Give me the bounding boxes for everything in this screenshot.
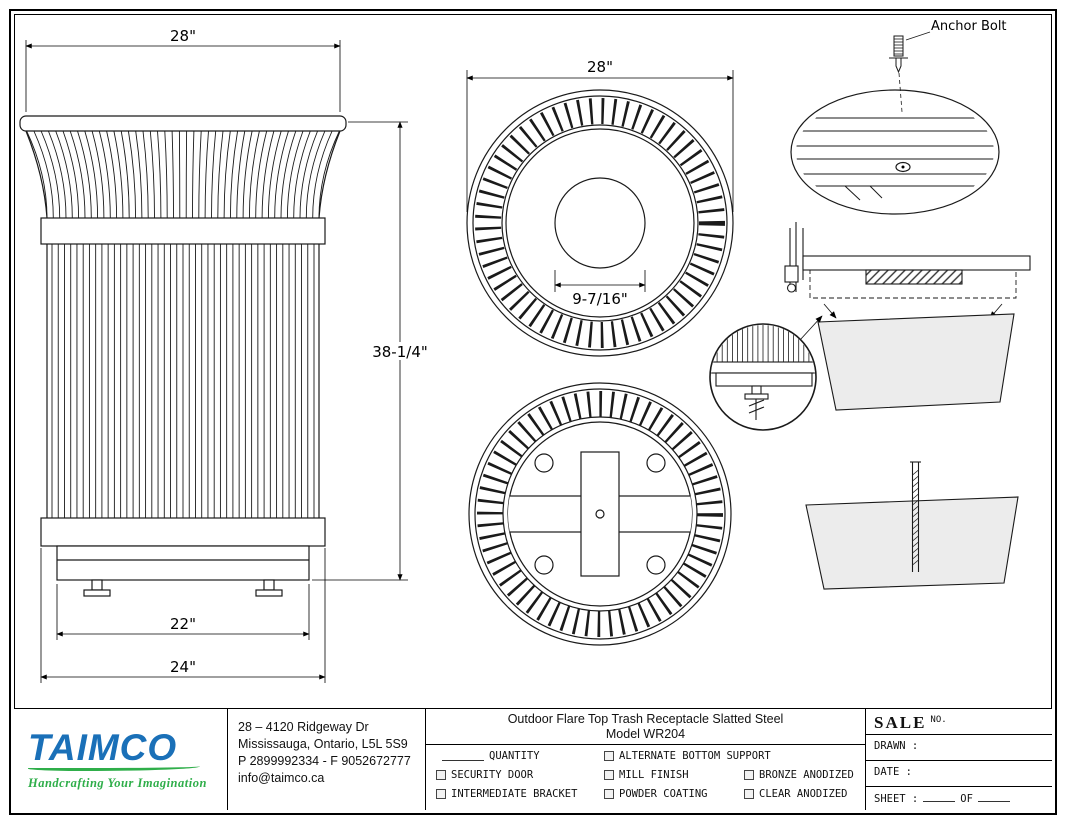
top-view-dimensions xyxy=(466,70,734,292)
foot-bolt xyxy=(646,453,666,473)
dimension-front-height: 38-1/4" xyxy=(372,343,428,361)
left-foot-pad xyxy=(83,589,111,597)
base-box xyxy=(56,545,310,581)
sale-label: SALE xyxy=(874,713,927,732)
sheet-label: SHEET : xyxy=(874,793,919,805)
option-label: INTERMEDIATE BRACKET xyxy=(451,788,578,800)
right-foot-stem xyxy=(263,579,275,591)
receptacle-rim xyxy=(19,115,347,132)
drawing-labels: 28" 38-1/4" 22" 24" 28" 9-7/16" Anchor B… xyxy=(170,19,1007,676)
of-label: OF xyxy=(960,793,973,805)
sale-no-label: NO. xyxy=(930,715,947,725)
dimension-front-top-width: 28" xyxy=(170,27,196,45)
drawing-title-line1: Outdoor Flare Top Trash Receptacle Slatt… xyxy=(507,712,784,726)
company-tagline: Handcrafting Your Imagination xyxy=(28,775,207,790)
option-label: CLEAR ANODIZED xyxy=(759,788,848,800)
option-label: ALTERNATE BOTTOM SUPPORT xyxy=(619,750,771,762)
drawing-title: Outdoor Flare Top Trash Receptacle Slatt… xyxy=(426,709,865,745)
lower-band xyxy=(40,517,326,547)
title-block: TAIMCO Handcrafting Your Imagination 28 … xyxy=(14,708,1052,810)
option-quantity: QUANTITY xyxy=(442,750,540,762)
checkbox-mill-finish[interactable] xyxy=(604,770,614,780)
option-label-quantity: QUANTITY xyxy=(489,750,540,762)
sheet-field: SHEET : OF xyxy=(866,787,1052,810)
option-label: SECURITY DOOR xyxy=(451,769,534,781)
option-clear-anodized: CLEAR ANODIZED xyxy=(744,788,848,800)
checkbox-bronze-anodized[interactable] xyxy=(744,770,754,780)
of-blank-line xyxy=(977,792,1010,802)
dimension-top-diameter: 28" xyxy=(587,58,613,76)
bottom-plan-view xyxy=(468,382,732,646)
option-label: MILL FINISH xyxy=(619,769,689,781)
foot-bolt xyxy=(534,555,554,575)
checkbox-security-door[interactable] xyxy=(436,770,446,780)
checkbox-powder-coating[interactable] xyxy=(604,789,614,799)
body-outline-left xyxy=(25,130,48,244)
top-opening xyxy=(554,177,646,269)
foot-bolt xyxy=(646,555,666,575)
foot-bolt xyxy=(534,453,554,473)
drawing-title-line2: Model WR204 xyxy=(605,727,686,741)
anchor-bolt-label: Anchor Bolt xyxy=(931,19,1007,34)
address-email: info@taimco.ca xyxy=(238,770,325,785)
slat-ring xyxy=(477,391,723,637)
option-alternate-bottom-support: ALTERNATE BOTTOM SUPPORT xyxy=(604,750,771,762)
option-bronze-anodized: BRONZE ANODIZED xyxy=(744,769,854,781)
quantity-blank-line[interactable] xyxy=(442,751,484,761)
mount-bracket-hatched xyxy=(865,269,963,285)
dimension-top-opening: 9-7/16" xyxy=(572,290,628,308)
date-field: DATE : xyxy=(866,761,1052,787)
date-label: DATE : xyxy=(874,766,912,778)
front-dimensions xyxy=(25,40,429,683)
dimension-overall-width: 24" xyxy=(170,658,196,676)
options-area: QUANTITY ALTERNATE BOTTOM SUPPORT SECURI… xyxy=(426,745,865,810)
checkbox-alternate-bottom-support[interactable] xyxy=(604,751,614,761)
sheet-blank-line xyxy=(923,792,956,802)
concrete-pad xyxy=(817,313,1015,411)
flare-slats xyxy=(26,130,340,219)
logo-swoosh xyxy=(28,764,200,771)
anchor-label-leader xyxy=(905,31,931,41)
checkbox-intermediate-bracket[interactable] xyxy=(436,789,446,799)
company-logo: TAIMCO Handcrafting Your Imagination xyxy=(14,709,228,810)
top-plan-view xyxy=(466,89,734,357)
left-foot-stem xyxy=(91,579,103,591)
address-line-1: 28 – 4120 Ridgeway Dr xyxy=(238,720,369,734)
right-foot-pad xyxy=(255,589,283,597)
front-elevation-view xyxy=(19,115,347,597)
upper-band xyxy=(40,217,326,245)
address-line-2: Mississauga, Ontario, L5L 5S9 xyxy=(238,736,408,751)
mounting-section-view xyxy=(784,222,1031,411)
detail-leader xyxy=(799,315,823,341)
bottom-center-plate xyxy=(580,451,620,577)
base-detail-view xyxy=(709,315,823,431)
mount-plate xyxy=(802,255,1031,271)
center-hole xyxy=(595,509,605,519)
option-powder-coating: POWDER COATING xyxy=(604,788,708,800)
option-security-door: SECURITY DOOR xyxy=(436,769,533,781)
anchor-bolt-threads xyxy=(912,469,919,566)
option-label: POWDER COATING xyxy=(619,788,708,800)
address-phone-fax: P 2899992334 - F 9052672777 xyxy=(238,753,411,768)
title-and-options: Outdoor Flare Top Trash Receptacle Slatt… xyxy=(426,709,866,810)
option-label: BRONZE ANODIZED xyxy=(759,769,854,781)
ground-anchor-detail-view xyxy=(805,461,1019,590)
slat-ring xyxy=(475,98,725,348)
option-intermediate-bracket: INTERMEDIATE BRACKET xyxy=(436,788,577,800)
option-mill-finish: MILL FINISH xyxy=(604,769,689,781)
anchor-bolt-symbol xyxy=(889,31,931,113)
mount-dashed-outline xyxy=(809,269,1017,299)
checkbox-clear-anodized[interactable] xyxy=(744,789,754,799)
company-logo-text: TAIMCO xyxy=(28,726,178,768)
body-slats xyxy=(51,244,315,518)
body-outline-right xyxy=(318,130,341,244)
drawn-field: DRAWN : xyxy=(866,735,1052,761)
drawn-label: DRAWN : xyxy=(874,740,919,752)
anchor-top-detail-view xyxy=(790,89,1000,215)
technical-drawing: 28" 38-1/4" 22" 24" 28" 9-7/16" Anchor B… xyxy=(19,19,1031,683)
company-address: 28 – 4120 Ridgeway Dr Mississauga, Ontar… xyxy=(228,709,426,810)
dimension-base-width: 22" xyxy=(170,615,196,633)
